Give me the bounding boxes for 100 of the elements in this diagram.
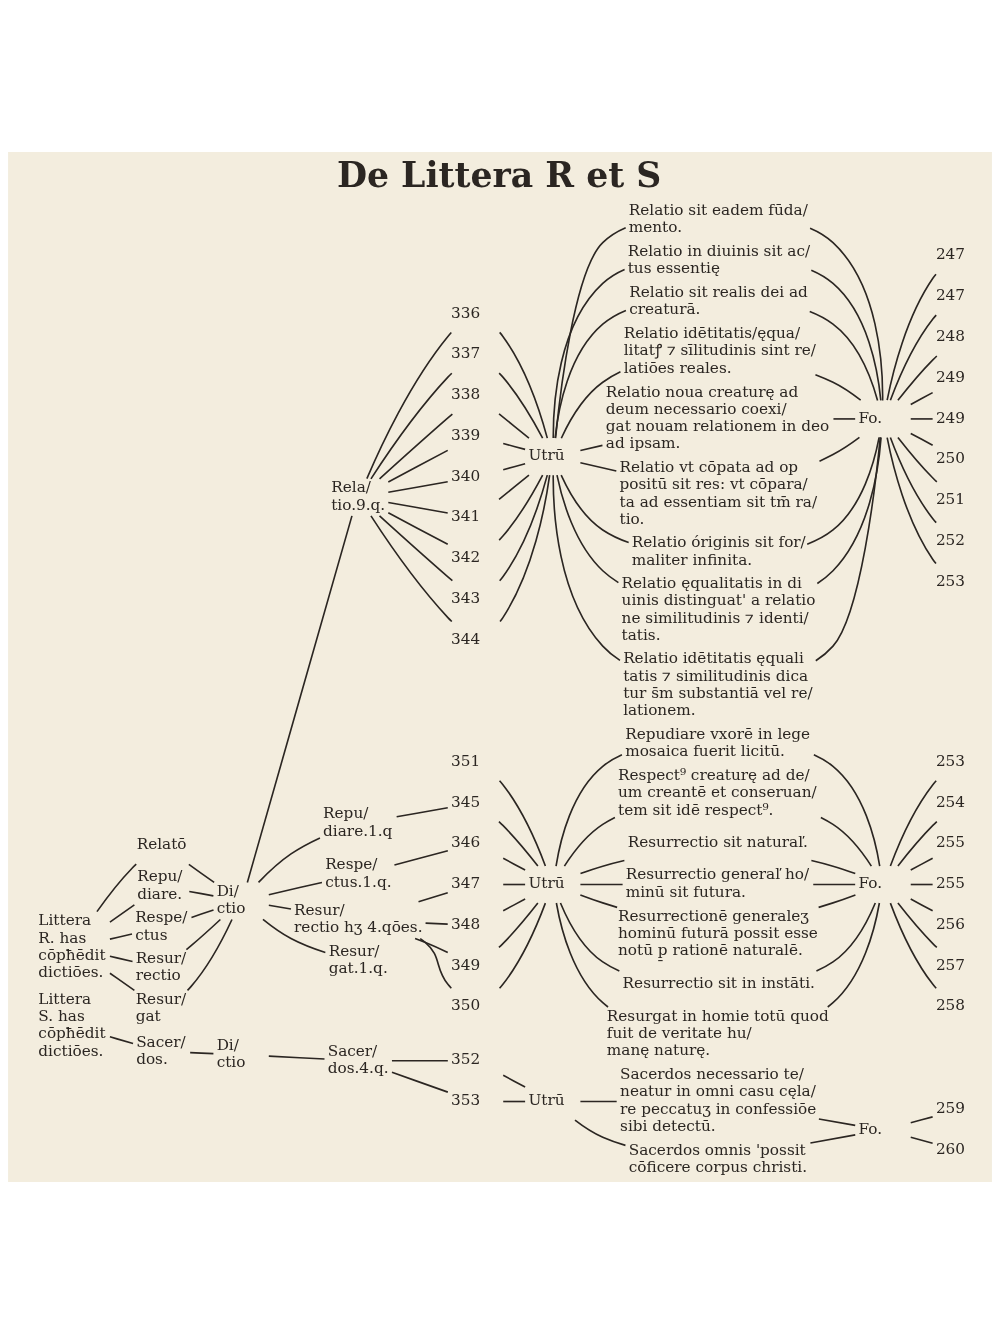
connector <box>909 1116 934 1124</box>
node-text: Resur/ rectio hʒ 4.qōes. <box>294 901 423 937</box>
node-text: Relatio idētitatis/ęqua/ litatꝭ ⁊ sīlitudinis sint re/ latiōes reales. <box>623 323 816 377</box>
connector <box>826 902 881 1008</box>
connector <box>554 309 627 439</box>
node-text: Utrū <box>528 1091 565 1110</box>
connector <box>579 444 604 452</box>
node-text: Sacer/ dos.4.q. <box>327 1041 389 1077</box>
connector <box>498 902 539 949</box>
connector <box>554 227 627 439</box>
connector <box>909 857 934 871</box>
node-text: 344 <box>450 629 481 648</box>
connector <box>559 902 621 972</box>
node-text: Relatio vt cōpata ad op positū sit res: vt cōpara/ ta ad essentiam sit tm̄ ra/ tio. <box>619 457 818 528</box>
node-text: Repudiare vxorē in lege mosaica fuerit licitū. <box>625 724 811 761</box>
node-text: Resurrectio generaľ ho/ minū sit futura. <box>625 865 810 901</box>
connector <box>579 883 624 886</box>
connector <box>414 937 449 954</box>
node-text: 349 <box>450 955 481 974</box>
connector <box>814 436 882 662</box>
node-text: Littera R. has cōpħēdit dictiōes. <box>38 911 106 982</box>
connector <box>109 904 136 923</box>
connector <box>909 898 934 912</box>
connector <box>190 909 215 919</box>
connector <box>419 937 453 990</box>
node-text: Relatio sit eadem fūda/ mento. <box>628 201 808 237</box>
connector <box>262 918 327 954</box>
node-text: Resurrectio sit naturaľ. <box>627 833 808 852</box>
connector <box>498 779 547 867</box>
node-text: 352 <box>450 1050 481 1069</box>
connector <box>268 1055 326 1060</box>
node-text: 259 <box>935 1099 966 1118</box>
connector <box>378 515 454 582</box>
diagram-title: De Littera R et S <box>336 153 662 195</box>
node-text: 337 <box>450 344 481 363</box>
connector <box>109 933 133 940</box>
node-text: 247 <box>935 245 966 264</box>
connector <box>808 310 879 402</box>
connector <box>387 501 449 514</box>
connector <box>257 837 321 884</box>
node-text: Relatio noua creaturę ad deum necessario coexi/ gat nouam relationem in deo ad ipsam. <box>605 382 830 453</box>
connector <box>810 859 857 875</box>
connector <box>556 474 620 584</box>
node-text: 343 <box>450 588 481 607</box>
connector <box>810 269 882 402</box>
connector <box>809 227 884 402</box>
connector <box>502 442 526 451</box>
connector <box>574 1119 627 1147</box>
node-text: Utrū <box>528 446 565 465</box>
node-text: Resur/ gat.1.q. <box>328 941 388 978</box>
node-text: 249 <box>935 408 966 427</box>
node-text: 255 <box>935 833 966 852</box>
node-text: Sacer/ dos. <box>136 1032 186 1068</box>
connector <box>909 1136 934 1144</box>
node-text: Respect⁹ creaturę ad de/ um creantē et conseruan/ tem sit idē respect⁹. <box>618 766 817 819</box>
connector <box>387 449 449 483</box>
node-text: 249 <box>935 367 966 386</box>
connector <box>832 418 856 420</box>
connector <box>498 474 530 501</box>
node-text: 346 <box>450 833 481 852</box>
node-text: 255 <box>935 874 966 893</box>
node-text: Resurgat in homie totū quod fuit de veritate hu/ manę naturę. <box>606 1006 829 1060</box>
node-text: 342 <box>450 548 481 567</box>
connector <box>820 816 873 867</box>
connector <box>812 883 856 886</box>
connector <box>188 863 215 884</box>
connector <box>897 820 938 867</box>
connector <box>498 474 549 582</box>
node-text: 350 <box>450 996 481 1015</box>
node-text: Resur/ gat <box>135 989 187 1026</box>
connector <box>552 474 621 662</box>
connector <box>393 850 449 866</box>
connector <box>498 331 549 439</box>
connector <box>502 857 526 871</box>
node-text: 341 <box>450 507 481 526</box>
connector <box>817 894 857 909</box>
connector <box>268 881 323 896</box>
node-text: 252 <box>935 530 966 549</box>
node-text: 256 <box>935 914 966 933</box>
node-text: Fo. <box>858 874 882 893</box>
connector <box>909 432 934 447</box>
connector <box>109 972 136 992</box>
connector <box>579 894 618 909</box>
connector <box>185 918 222 951</box>
connector <box>909 391 934 406</box>
node-text: 251 <box>935 489 966 508</box>
connector <box>498 820 539 867</box>
connector <box>579 859 626 875</box>
connector <box>555 902 609 1008</box>
connector <box>109 1035 134 1045</box>
node-text: 339 <box>450 425 481 444</box>
connector <box>806 436 880 545</box>
connector <box>498 372 544 439</box>
connector <box>499 474 551 623</box>
connector <box>809 1134 857 1144</box>
connector <box>909 418 934 420</box>
node-text: 338 <box>450 385 481 404</box>
connector <box>889 436 937 524</box>
connector <box>96 863 138 913</box>
node-text: 340 <box>450 466 481 485</box>
